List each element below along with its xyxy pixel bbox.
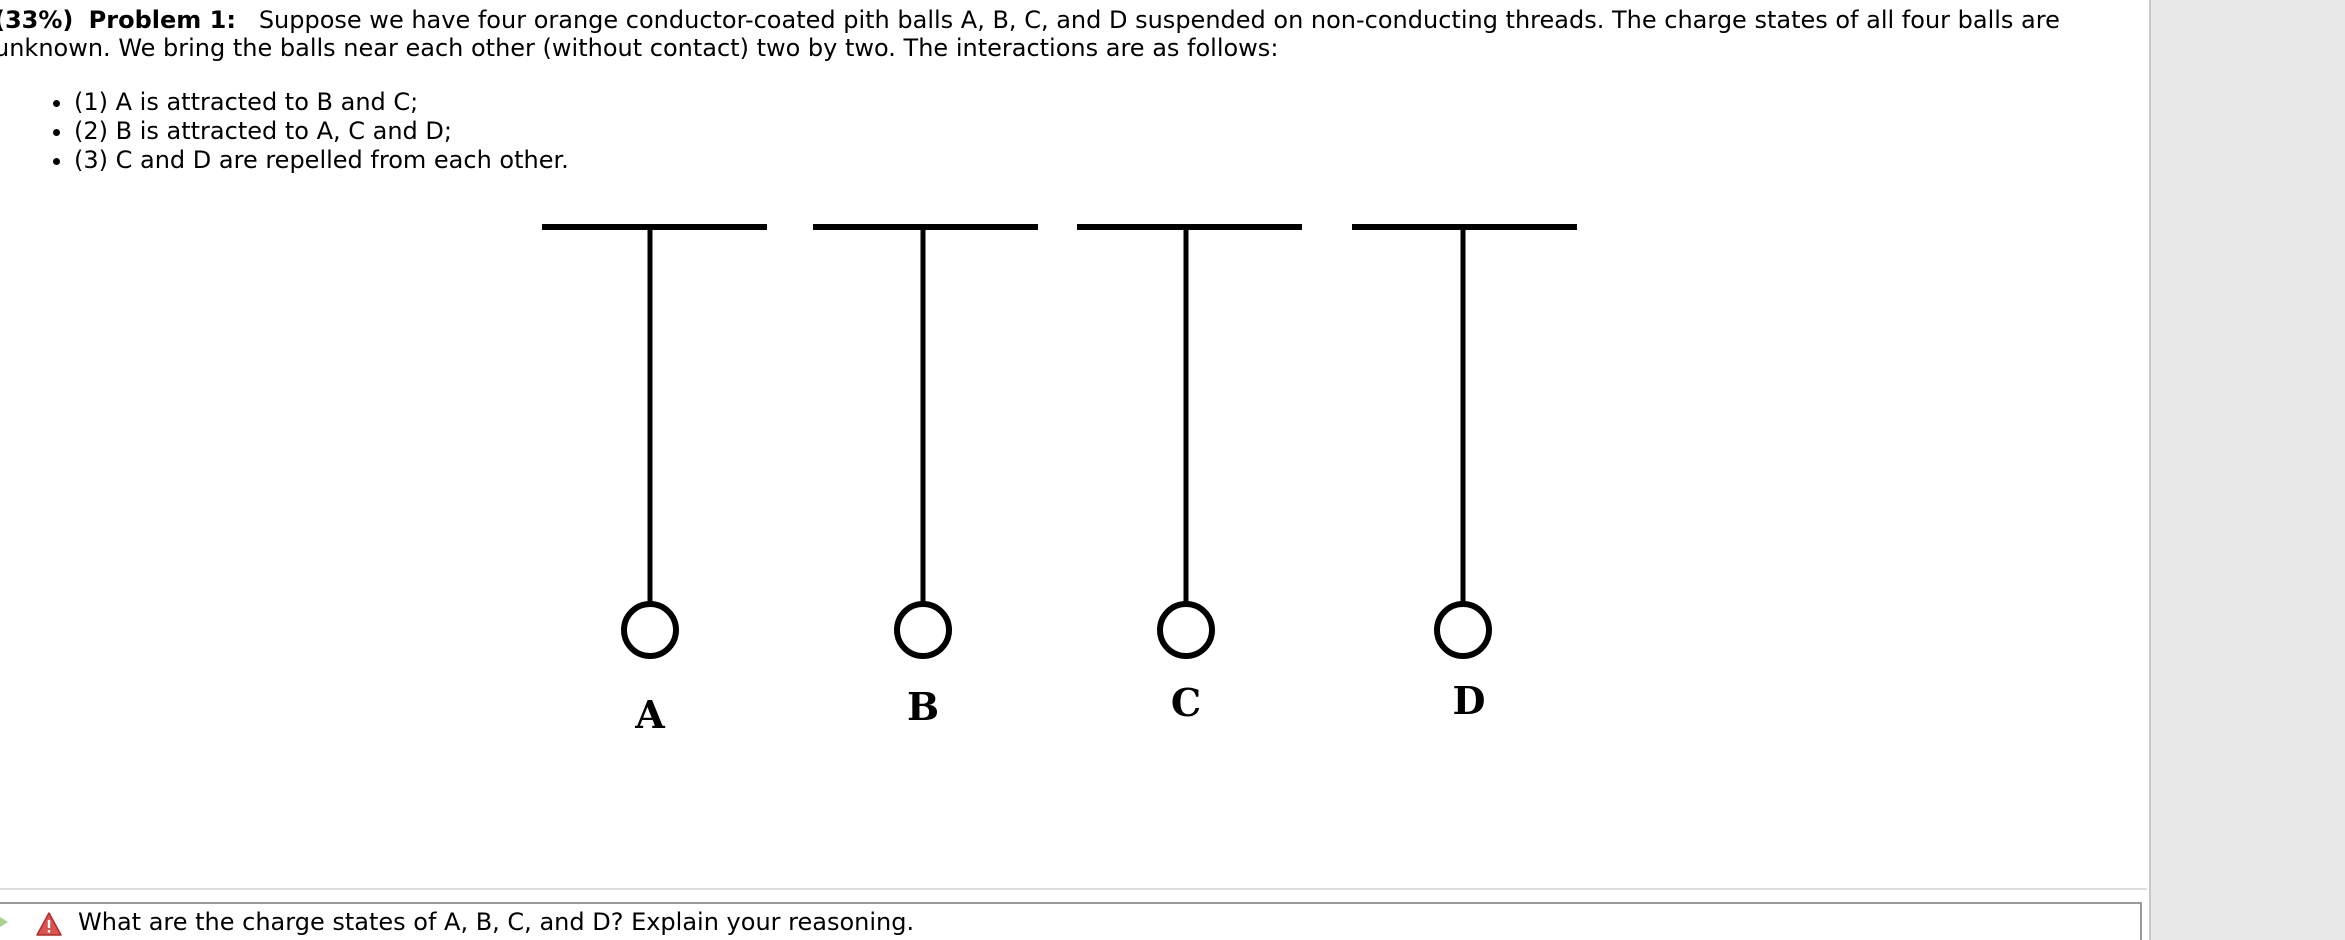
ball-c (1157, 601, 1215, 659)
warning-icon (36, 912, 62, 936)
ball-label-a: A (634, 692, 665, 737)
problem-title: Problem 1: (88, 6, 236, 34)
expand-arrow-icon[interactable] (0, 912, 8, 932)
problem-weight: (33%) (0, 6, 74, 34)
pendulum-b: B (813, 224, 1038, 729)
pendulum-d: D (1352, 224, 1577, 723)
section-divider (0, 888, 2147, 890)
question-row[interactable] (0, 902, 2142, 940)
question-text: What are the charge states of A, B, C, a… (78, 908, 915, 936)
ball-b (894, 601, 952, 659)
problem-statement-text: Suppose we have four orange conductor-co… (0, 6, 2060, 62)
problem-content-area: (33%) Problem 1: Suppose we have four or… (0, 0, 2147, 940)
pendulum-a: A (542, 224, 767, 737)
list-item: (2) B is attracted to A, C and D; (74, 117, 569, 146)
conditions-list: (1) A is attracted to B and C; (2) B is … (48, 88, 569, 175)
ball-label-b: B (907, 684, 939, 729)
ball-a (621, 601, 679, 659)
pith-balls-figure: A B C D (542, 224, 1577, 737)
right-side-panel (2149, 0, 2345, 940)
ball-label-c: C (1171, 680, 1201, 725)
ball-d (1434, 601, 1492, 659)
pendulum-c: C (1077, 224, 1302, 725)
list-item: (3) C and D are repelled from each other… (74, 146, 569, 175)
problem-statement: (33%) Problem 1: Suppose we have four or… (0, 6, 2104, 62)
ball-label-d: D (1453, 678, 1486, 723)
list-item: (1) A is attracted to B and C; (74, 88, 569, 117)
